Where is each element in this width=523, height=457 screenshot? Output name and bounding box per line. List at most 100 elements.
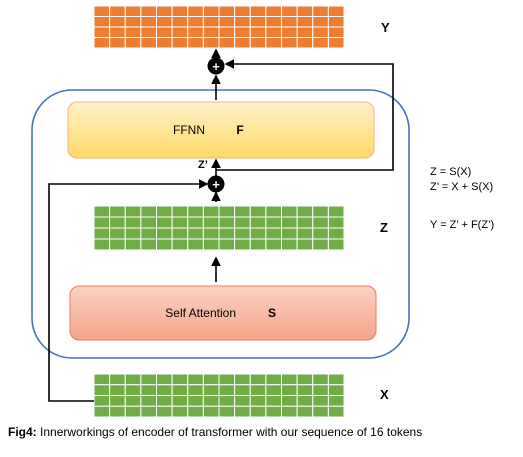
token-cell	[296, 395, 314, 407]
token-cell	[93, 384, 111, 396]
token-cell	[218, 205, 236, 218]
token-cell	[327, 16, 345, 28]
token-cell	[296, 384, 314, 396]
token-cell	[140, 227, 158, 240]
z-prime-label: Z’	[198, 159, 208, 171]
token-cell	[312, 37, 329, 49]
token-cell	[124, 384, 142, 396]
self-attention-symbol: S	[268, 306, 276, 320]
token-cell	[109, 373, 126, 386]
token-cell	[265, 205, 283, 218]
token-cell	[109, 405, 126, 418]
token-cell	[187, 37, 204, 49]
token-cell	[109, 5, 126, 17]
token-cell	[156, 405, 173, 418]
token-cell	[171, 373, 189, 386]
token-cell	[218, 216, 236, 229]
token-cell	[124, 395, 142, 407]
token-cell	[265, 405, 283, 418]
token-cell	[234, 26, 251, 38]
token-cell	[218, 37, 236, 49]
token-cell	[202, 238, 220, 251]
token-cell	[249, 16, 267, 28]
token-cell	[234, 405, 251, 418]
token-cell	[187, 395, 204, 407]
intermediate-token-grid-z	[93, 205, 345, 251]
token-cell	[171, 37, 189, 49]
y-label: Y	[381, 20, 390, 35]
token-cell	[140, 205, 158, 218]
token-cell	[249, 227, 267, 240]
token-cell	[187, 205, 204, 218]
token-cell	[234, 5, 251, 17]
token-cell	[218, 227, 236, 240]
token-cell	[249, 238, 267, 251]
token-cell	[296, 205, 314, 218]
token-cell	[202, 395, 220, 407]
token-cell	[93, 216, 111, 229]
token-cell	[140, 26, 158, 38]
token-cell	[156, 373, 173, 386]
token-cell	[109, 395, 126, 407]
token-cell	[218, 5, 236, 17]
token-cell	[171, 205, 189, 218]
token-cell	[171, 216, 189, 229]
token-cell	[187, 373, 204, 386]
token-cell	[140, 384, 158, 396]
token-cell	[202, 384, 220, 396]
token-cell	[124, 405, 142, 418]
token-cell	[234, 238, 251, 251]
token-cell	[187, 5, 204, 17]
token-cell	[265, 227, 283, 240]
token-cell	[124, 205, 142, 218]
token-cell	[234, 384, 251, 396]
token-cell	[109, 26, 126, 38]
token-cell	[156, 26, 173, 38]
token-cell	[156, 238, 173, 251]
token-cell	[187, 216, 204, 229]
token-cell	[124, 26, 142, 38]
token-cell	[140, 373, 158, 386]
token-cell	[140, 216, 158, 229]
token-cell	[218, 16, 236, 28]
token-cell	[156, 227, 173, 240]
token-cell	[187, 405, 204, 418]
token-cell	[171, 384, 189, 396]
token-cell	[327, 37, 345, 49]
token-cell	[281, 26, 298, 38]
self-attention-box	[69, 285, 377, 341]
token-cell	[312, 16, 329, 28]
token-cell	[234, 37, 251, 49]
token-cell	[124, 16, 142, 28]
token-cell	[93, 373, 111, 386]
token-cell	[312, 205, 329, 218]
token-cell	[312, 405, 329, 418]
token-cell	[202, 26, 220, 38]
token-cell	[187, 384, 204, 396]
encoder-block	[31, 89, 410, 359]
token-cell	[218, 395, 236, 407]
token-cell	[281, 373, 298, 386]
z-label: Z	[380, 220, 388, 235]
token-cell	[140, 395, 158, 407]
token-cell	[202, 37, 220, 49]
token-cell	[109, 384, 126, 396]
token-cell	[234, 16, 251, 28]
token-cell	[281, 5, 298, 17]
token-cell	[312, 26, 329, 38]
token-cell	[124, 37, 142, 49]
token-cell	[93, 395, 111, 407]
token-cell	[281, 16, 298, 28]
token-cell	[296, 16, 314, 28]
token-cell	[109, 205, 126, 218]
token-cell	[327, 238, 345, 251]
token-cell	[327, 227, 345, 240]
token-cell	[281, 405, 298, 418]
token-cell	[327, 384, 345, 396]
token-cell	[124, 5, 142, 17]
token-cell	[109, 16, 126, 28]
caption-prefix: Fig4:	[8, 425, 37, 439]
token-cell	[218, 373, 236, 386]
self-attention-label: Self Attention	[165, 306, 236, 320]
token-cell	[218, 405, 236, 418]
